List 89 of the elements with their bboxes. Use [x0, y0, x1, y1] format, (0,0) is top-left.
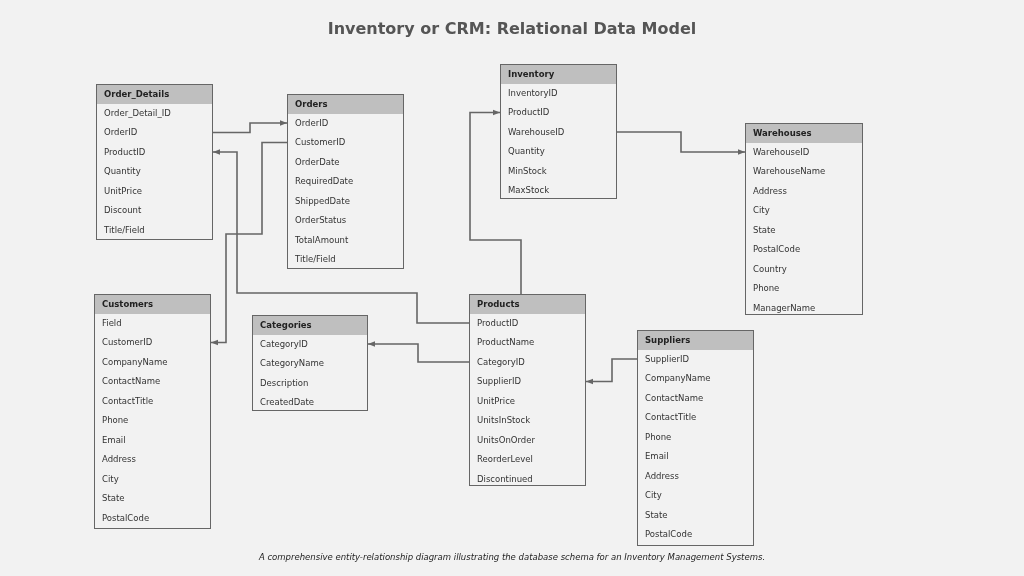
- relationship-arrow: [367, 341, 470, 363]
- table-name: Order_Details: [97, 85, 212, 104]
- field-name: Address: [753, 184, 787, 197]
- entity-table: [469, 294, 586, 486]
- table-name: Inventory: [501, 65, 616, 84]
- field-name: CategoryID: [260, 337, 308, 350]
- field-name: City: [753, 204, 770, 216]
- field-name: TotalAmount: [295, 233, 349, 246]
- relationship-arrow: [616, 131, 746, 155]
- entity-table: [96, 84, 213, 240]
- field-name: ProductID: [508, 106, 550, 118]
- field-name: CustomerID: [295, 136, 346, 148]
- table-name: Suppliers: [638, 331, 753, 350]
- field-name: OrderID: [295, 116, 329, 129]
- field-name: WarehouseName: [753, 165, 826, 177]
- relationship-arrow: [585, 358, 638, 385]
- field-name: Phone: [645, 430, 672, 443]
- field-name: Phone: [753, 282, 780, 294]
- table-name: Products: [470, 295, 585, 314]
- relationship-arrow: [212, 120, 288, 134]
- field-name: CustomerID: [102, 336, 153, 348]
- entity-table: [745, 123, 863, 315]
- field-name: ProductID: [477, 316, 519, 329]
- field-name: MaxStock: [508, 184, 550, 196]
- field-name: ContactName: [102, 375, 161, 387]
- field-name: OrderStatus: [295, 214, 347, 226]
- field-name: Title/Field: [295, 253, 336, 265]
- field-name: ManagerName: [753, 301, 816, 314]
- field-name: ShippedDate: [295, 194, 350, 207]
- field-name: OrderID: [104, 126, 138, 138]
- field-name: PostalCode: [645, 528, 693, 540]
- field-name: State: [645, 508, 668, 521]
- field-name: Phone: [102, 414, 129, 426]
- table-name: Warehouses: [746, 124, 862, 143]
- field-name: MinStock: [508, 164, 547, 177]
- field-name: City: [645, 489, 662, 501]
- field-name: UnitPrice: [104, 184, 143, 197]
- field-name: State: [102, 492, 125, 504]
- diagram-caption: A comprehensive entity-relationship diagram illustrating the database schema for an Inventory Management Systems.: [257, 552, 767, 562]
- field-name: Email: [645, 450, 669, 462]
- field-name: ContactName: [645, 391, 704, 404]
- field-name: Email: [102, 433, 126, 446]
- diagram-title: Inventory or CRM: Relational Data Model: [326, 19, 698, 38]
- field-name: City: [102, 472, 119, 485]
- entity-table: [500, 64, 617, 199]
- field-name: Field: [102, 316, 122, 329]
- field-name: Quantity: [104, 165, 141, 177]
- field-name: Description: [260, 376, 309, 389]
- field-name: Address: [645, 469, 679, 482]
- field-name: Discount: [104, 204, 142, 216]
- entity-table: [252, 315, 368, 411]
- field-name: CategoryID: [477, 355, 525, 368]
- relationship-arrow: [469, 109, 522, 295]
- field-name: PostalCode: [102, 511, 150, 524]
- field-name: RequiredDate: [295, 175, 354, 187]
- entity-table: [637, 330, 754, 546]
- field-name: ContactTitle: [645, 411, 697, 423]
- table-name: Orders: [288, 95, 403, 114]
- field-name: CompanyName: [645, 372, 711, 384]
- field-name: Address: [102, 453, 136, 465]
- field-name: OrderDate: [295, 155, 340, 168]
- table-name: Categories: [253, 316, 367, 335]
- field-name: PostalCode: [753, 243, 801, 255]
- field-name: UnitPrice: [477, 394, 516, 407]
- relationship-arrow: [210, 141, 288, 346]
- field-name: CreatedDate: [260, 396, 314, 408]
- field-name: ReorderLevel: [477, 453, 533, 465]
- field-name: SupplierID: [645, 352, 690, 365]
- field-name: SupplierID: [477, 375, 522, 387]
- field-name: Country: [753, 262, 787, 275]
- field-name: CategoryName: [260, 357, 324, 369]
- field-name: WarehouseID: [753, 145, 810, 158]
- field-name: UnitsInStock: [477, 414, 531, 426]
- table-name: Customers: [95, 295, 210, 314]
- field-name: Quantity: [508, 145, 545, 157]
- entity-table: [287, 94, 404, 269]
- field-name: UnitsOnOrder: [477, 433, 535, 446]
- field-name: State: [753, 223, 776, 236]
- entity-table: [94, 294, 211, 529]
- field-name: ProductName: [477, 336, 535, 348]
- field-name: CompanyName: [102, 355, 168, 368]
- relationship-arrow: [212, 149, 470, 324]
- field-name: InventoryID: [508, 86, 558, 99]
- field-name: Title/Field: [104, 223, 145, 236]
- field-name: ProductID: [104, 145, 146, 158]
- field-name: Discontinued: [477, 472, 533, 485]
- field-name: WarehouseID: [508, 125, 565, 138]
- field-name: Order_Detail_ID: [104, 106, 171, 119]
- field-name: ContactTitle: [102, 394, 154, 407]
